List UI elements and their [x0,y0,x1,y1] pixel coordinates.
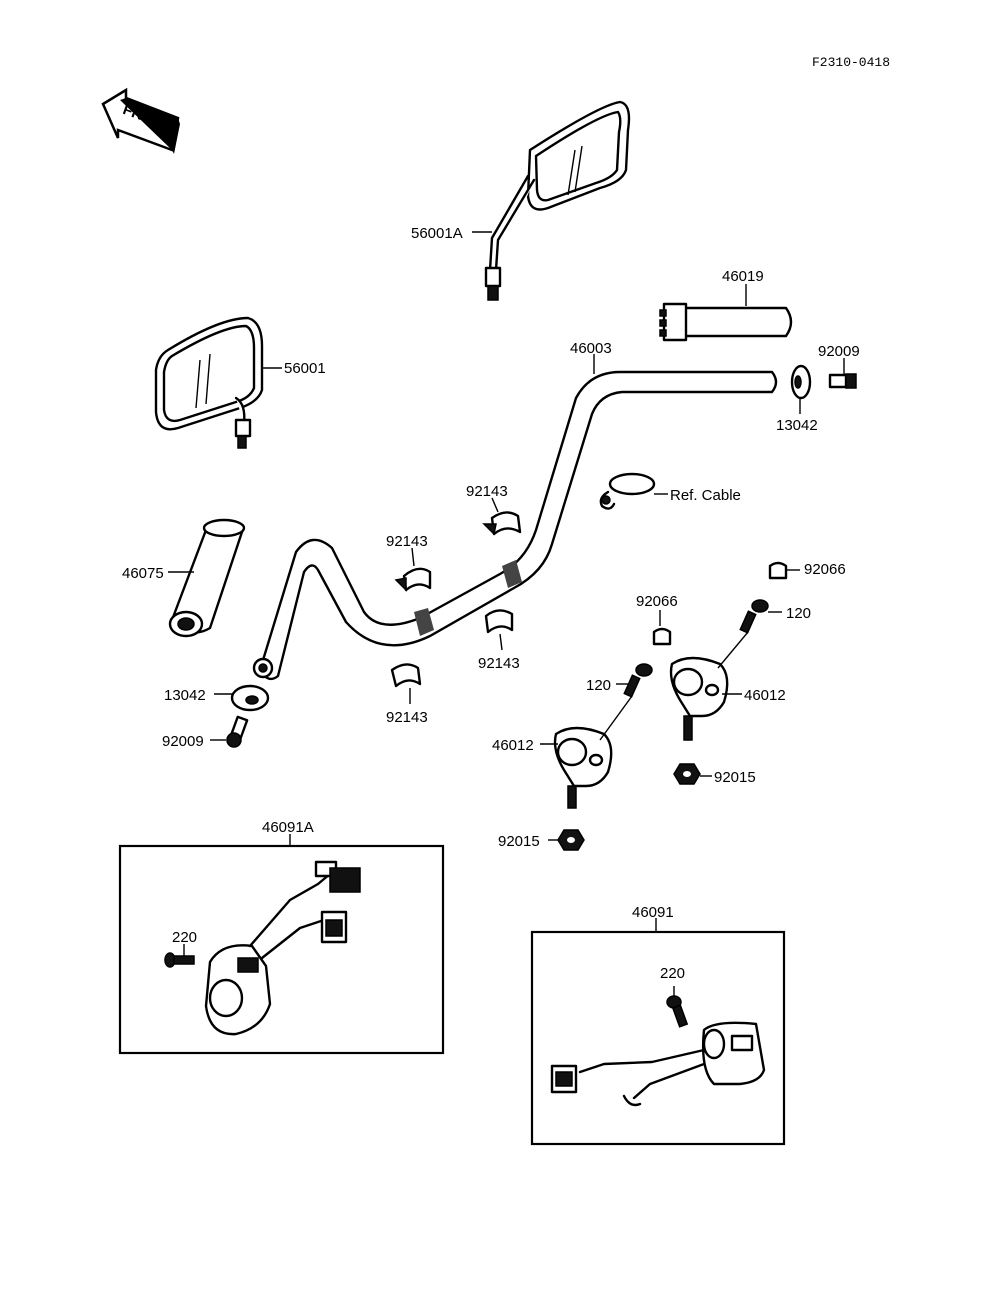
shim-3 [484,609,514,634]
mirror-right [484,100,631,301]
screw-left [164,952,195,968]
callout-46003: 46003 [570,340,612,357]
bar-end-weight-left [230,684,270,712]
switch-box-right [530,930,786,1146]
nut-2 [557,829,585,851]
callout-92015-1: 92015 [714,769,756,786]
mirror-left [154,316,264,449]
bar-end-bolt-right [828,373,857,389]
shim-1 [482,511,522,536]
handlebar [252,370,778,681]
handlebar-holder-2 [553,726,613,809]
diagram-code: F2310-0418 [812,55,890,70]
callout-46091A: 46091A [262,819,314,836]
right-switch-housing [550,1021,766,1107]
bar-end-weight-right [790,364,812,400]
callout-46091: 46091 [632,904,674,921]
bolt-1 [739,599,769,634]
callout-92066-1: 92066 [804,561,846,578]
cap-2 [652,627,672,646]
callout-92066-2: 92066 [636,593,678,610]
callout-13042-right: 13042 [776,417,818,434]
callout-220-right: 220 [660,965,685,982]
switch-box-left [118,844,445,1055]
nut-1 [673,763,701,785]
throttle-grip [659,302,793,342]
callout-92009-right: 92009 [818,343,860,360]
callout-92009-left: 92009 [162,733,204,750]
callout-56001: 56001 [284,360,326,377]
callout-120-1: 120 [786,605,811,622]
left-grip [168,518,246,638]
callout-92143-1: 92143 [466,483,508,500]
left-switch-housing [204,860,361,1036]
shim-4 [390,663,422,688]
callout-46075: 46075 [122,565,164,582]
bar-end-bolt-left [226,715,249,748]
callout-120-2: 120 [586,677,611,694]
cap-1 [768,561,788,580]
callout-92143-4: 92143 [386,709,428,726]
cable-clamp [599,472,656,510]
callout-ref-cable: Ref. Cable [670,487,741,504]
callout-92015-2: 92015 [498,833,540,850]
callout-13042-left: 13042 [164,687,206,704]
callout-46012-2: 46012 [492,737,534,754]
handlebar-holder-1 [669,656,729,741]
callout-220-left: 220 [172,929,197,946]
callout-46012-1: 46012 [744,687,786,704]
callout-56001A: 56001A [411,225,463,242]
callout-92143-2: 92143 [386,533,428,550]
screw-right [666,995,689,1028]
bolt-2 [623,663,653,698]
shim-2 [394,567,432,592]
callout-46019: 46019 [722,268,764,285]
callout-92143-3: 92143 [478,655,520,672]
front-arrow-icon: FRONT [101,87,180,154]
